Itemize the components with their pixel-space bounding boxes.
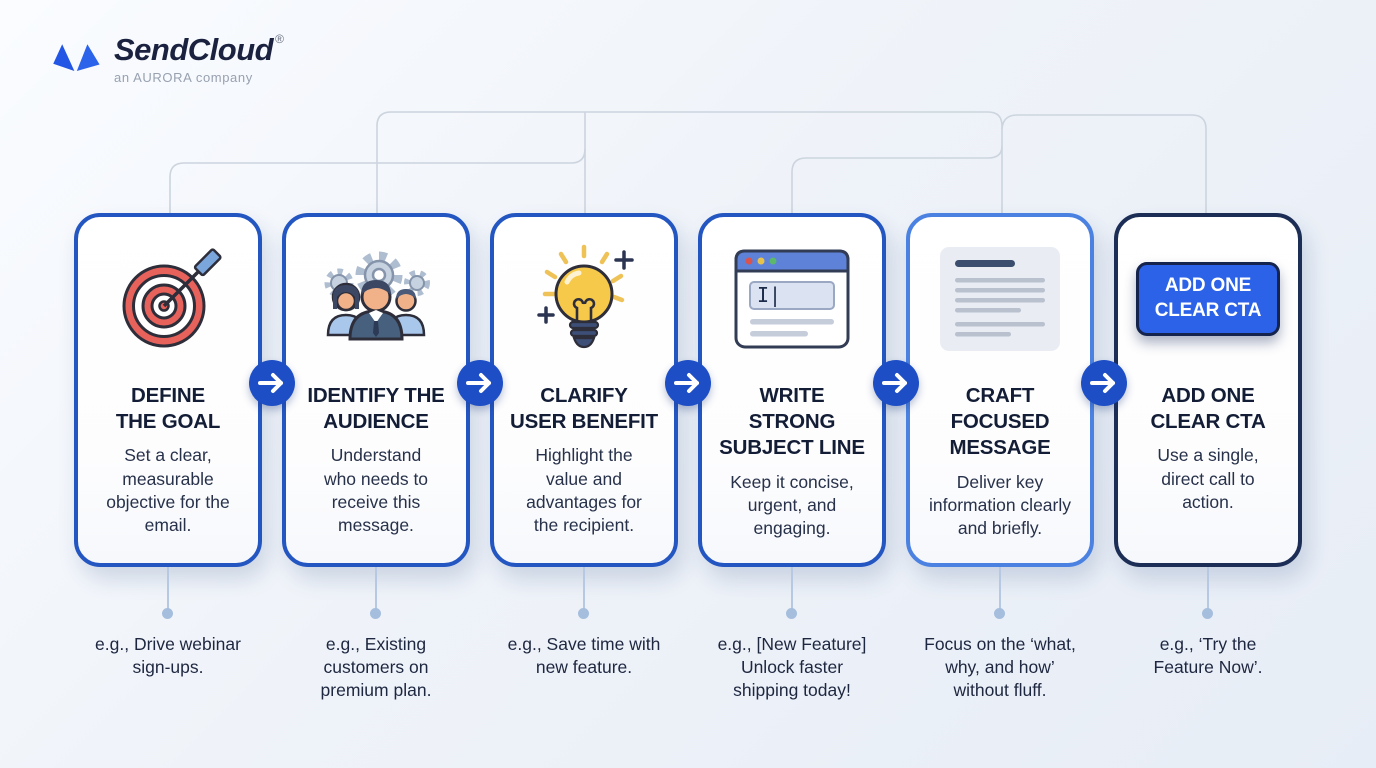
connector-dot [370,608,381,619]
step-card-identify-audience: IDENTIFY THE AUDIENCE Understand who nee… [282,213,470,567]
step-description: Keep it concise, urgent, and engaging. [730,471,854,538]
connector-stem [375,567,377,609]
example-caption: e.g., Existing customers on premium plan… [320,634,432,700]
connector-dot [994,608,1005,619]
step-title: CLARIFY USER BENEFIT [510,384,658,434]
arrow-right-icon [1081,360,1127,406]
step-description: Deliver key information clearly and brie… [929,471,1071,538]
arrow-right-icon [457,360,503,406]
connector-stem [583,567,585,609]
connector-dot [578,608,589,619]
connector-stem [167,567,169,609]
arrow-right-icon [249,360,295,406]
connector-stem [999,567,1001,609]
example-caption: Focus on the ‘what, why, and how’ withou… [924,634,1076,700]
step-title: ADD ONE CLEAR CTA [1150,384,1266,434]
step-card-add-cta: ADD ONE CLEAR CTA ADD ONE CLEAR CTA Use … [1114,213,1302,567]
steps-row: DEFINE THE GOAL Set a clear, measurable … [74,213,1302,567]
connector-stem [1207,567,1209,609]
step-card-subject-line: I| WRITE STRONG SUBJECT LINE Keep it con… [698,213,886,567]
cta-button-icon: ADD ONE CLEAR CTA [1135,229,1281,369]
example-caption: e.g., [New Feature] Unlock faster shippi… [717,634,867,700]
arrow-right-icon [665,360,711,406]
document-icon [940,229,1060,369]
step-description: Use a single, direct call to action. [1157,445,1259,512]
step-description: Set a clear, measurable objective for th… [106,445,230,535]
connector-dot [786,608,797,619]
cta-button[interactable]: ADD ONE CLEAR CTA [1135,262,1281,336]
step-card-clarify-benefit: CLARIFY USER BENEFIT Highlight the value… [490,213,678,567]
step-title: CRAFT FOCUSED MESSAGE [949,384,1051,460]
example-caption: e.g., Save time with new feature. [507,634,661,677]
example-caption: e.g., ‘Try the Feature Now’. [1153,634,1263,677]
step-description: Highlight the value and advantages for t… [526,445,642,535]
audience-icon [317,229,435,369]
step-title: IDENTIFY THE AUDIENCE [307,384,445,434]
lightbulb-icon [529,229,639,369]
step-title: DEFINE THE GOAL [115,384,221,434]
registered-mark: ® [275,32,284,46]
brand-logo: SendCloud ® an AURORA company [50,32,284,85]
sendcloud-logo-icon [53,44,100,71]
step-card-focused-message: CRAFT FOCUSED MESSAGE Deliver key inform… [906,213,1094,567]
step-description: Understand who needs to receive this mes… [323,445,429,535]
target-icon [114,229,222,369]
connector-stem [791,567,793,609]
step-title: WRITE STRONG SUBJECT LINE [719,384,865,460]
svg-text:I|: I| [757,283,781,307]
connector-dot [162,608,173,619]
arrow-right-icon [873,360,919,406]
step-card-define-goal: DEFINE THE GOAL Set a clear, measurable … [74,213,262,567]
brand-tagline: an AURORA company [114,69,253,85]
browser-window-icon: I| [734,229,850,369]
brand-name: SendCloud [114,32,274,67]
example-caption: e.g., Drive webinar sign-ups. [95,634,241,677]
connector-dot [1202,608,1213,619]
